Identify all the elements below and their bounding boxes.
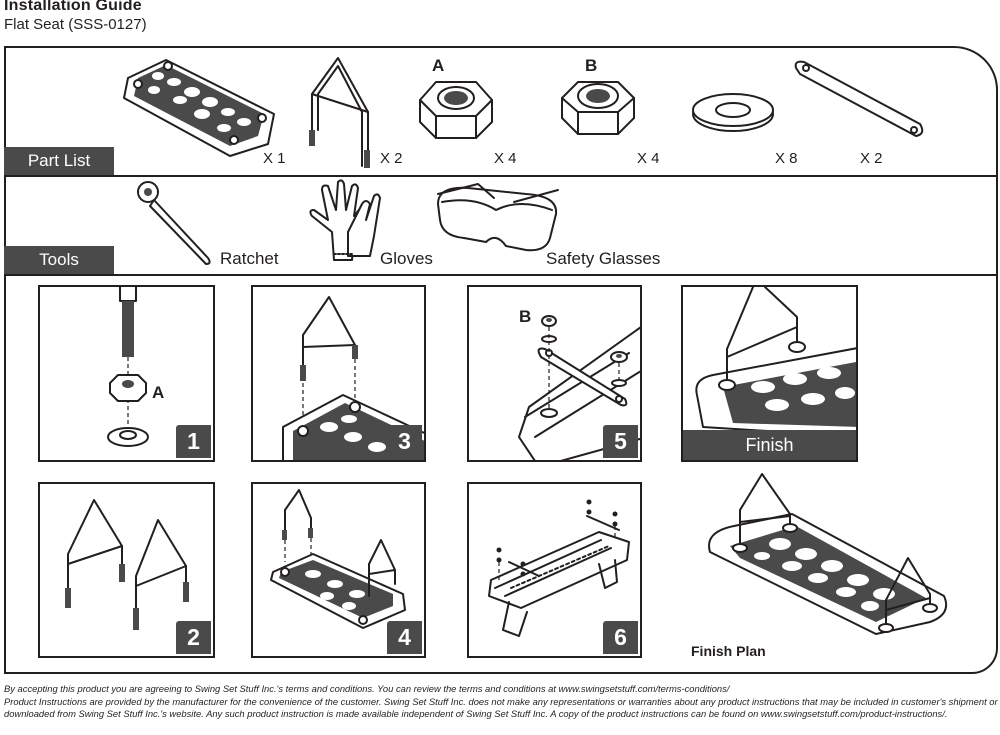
step-3-number: 3 xyxy=(387,425,422,458)
gloves-icon xyxy=(309,179,381,261)
step-4-illustration xyxy=(270,489,406,629)
step-1-letter: A xyxy=(152,383,165,402)
disclaimer-text: By accepting this product you are agreei… xyxy=(4,683,998,721)
finish-panel: Finish xyxy=(681,285,858,462)
step-5-letter: B xyxy=(519,307,532,326)
nut-b-qty: X 4 xyxy=(637,150,660,167)
step-1-panel: A 1 xyxy=(38,285,215,462)
step-3-panel: 3 xyxy=(251,285,426,462)
step-6-number: 6 xyxy=(603,621,638,654)
strap-icon xyxy=(794,60,924,137)
finish-plan-illustration xyxy=(708,473,948,635)
step-6-illustration xyxy=(488,499,630,637)
step-6-panel: 6 xyxy=(467,482,642,658)
washer-icon xyxy=(692,93,774,132)
divider-parts xyxy=(4,175,998,177)
disclaimer-line-2: Product Instructions are provided by the… xyxy=(4,695,998,720)
disclaimer-line-1: By accepting this product you are agreei… xyxy=(4,683,730,694)
instruction-frame xyxy=(4,46,998,674)
safety-glasses-icon xyxy=(437,183,559,252)
finish-plan-label: Finish Plan xyxy=(691,643,766,659)
step-2-illustration xyxy=(65,499,189,630)
chain-triangle-icon xyxy=(309,57,370,168)
step-2-panel: 2 xyxy=(38,482,215,658)
ratchet-label: Ratchet xyxy=(220,249,279,268)
step-1-illustration xyxy=(107,287,149,447)
step-4-panel: 4 xyxy=(251,482,426,658)
page-title: Installation Guide xyxy=(4,0,142,14)
divider-tools xyxy=(4,274,998,276)
step-5-panel: B 5 xyxy=(467,285,642,462)
step-5-number: 5 xyxy=(603,425,638,458)
ratchet-icon xyxy=(137,181,211,265)
nut-a-letter: A xyxy=(432,56,445,75)
part-list-label: Part List xyxy=(4,147,114,175)
seat-icon xyxy=(123,59,275,157)
tools-label: Tools xyxy=(4,246,114,274)
step-2-number: 2 xyxy=(176,621,211,654)
page-subtitle: Flat Seat (SSS-0127) xyxy=(4,16,147,33)
seat-qty: X 1 xyxy=(263,150,286,167)
safety-glasses-label: Safety Glasses xyxy=(546,249,661,268)
hex-nut-b-icon xyxy=(561,81,635,135)
finish-label: Finish xyxy=(683,430,856,460)
gloves-label: Gloves xyxy=(380,249,433,268)
washer-qty: X 8 xyxy=(775,150,798,167)
nut-a-qty: X 4 xyxy=(494,150,517,167)
strap-qty: X 2 xyxy=(860,150,883,167)
chain-triangle-qty: X 2 xyxy=(380,150,403,167)
hex-nut-a-icon xyxy=(419,81,493,139)
nut-b-letter: B xyxy=(585,56,598,75)
step-1-number: 1 xyxy=(176,425,211,458)
step-4-number: 4 xyxy=(387,621,422,654)
finish-illustration xyxy=(695,287,856,438)
